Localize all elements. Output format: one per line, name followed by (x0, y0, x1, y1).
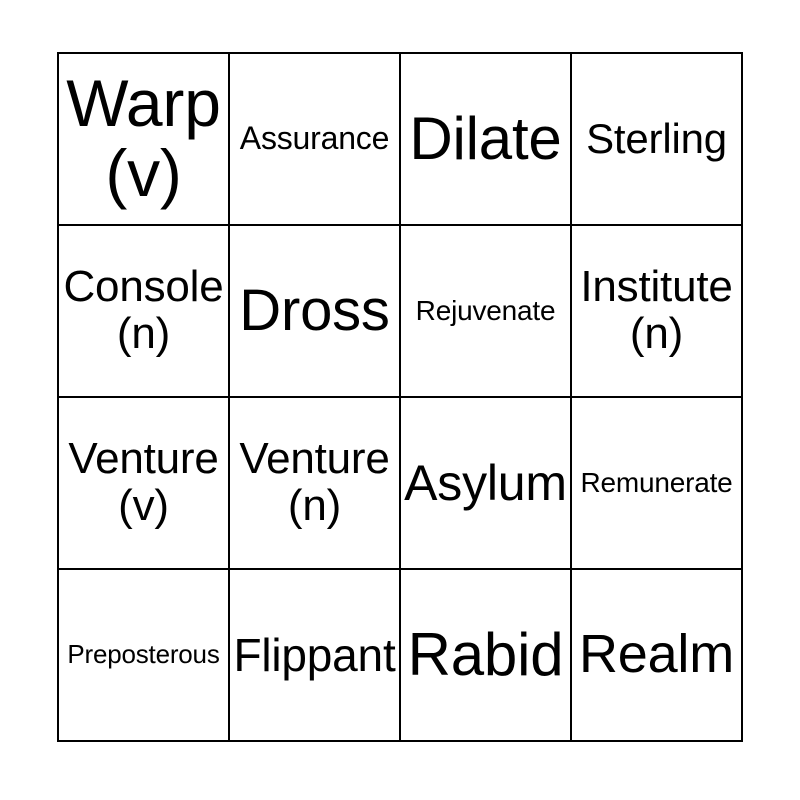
bingo-cell-r3c4[interactable]: Remunerate (572, 398, 741, 568)
bingo-cell-label: Asylum (404, 454, 567, 511)
bingo-cell-label: Venture (v) (68, 434, 219, 530)
bingo-row: Console (n) Dross Rejuvenate Institute (… (59, 226, 741, 398)
bingo-row: Warp (v) Assurance Dilate Sterling (59, 54, 741, 226)
bingo-cell-label: Console (n) (63, 262, 224, 358)
bingo-cell-r2c4[interactable]: Institute (n) (572, 226, 741, 396)
bingo-cell-r3c1[interactable]: Venture (v) (59, 398, 230, 568)
bingo-cell-label: Flippant (233, 628, 396, 681)
bingo-cell-label: Realm (578, 624, 735, 685)
bingo-cell-label: Warp (v) (66, 66, 221, 210)
bingo-cell-label: Remunerate (580, 467, 733, 499)
bingo-cell-r2c1[interactable]: Console (n) (59, 226, 230, 396)
bingo-cell-r3c2[interactable]: Venture (n) (230, 398, 401, 568)
bingo-cell-r4c4[interactable]: Realm (572, 570, 741, 740)
bingo-cell-label: Sterling (586, 114, 727, 162)
bingo-cell-label: Dilate (409, 105, 562, 173)
bingo-row: Preposterous Flippant Rabid Realm (59, 570, 741, 740)
bingo-cell-r1c4[interactable]: Sterling (572, 54, 741, 224)
bingo-cell-label: Preposterous (67, 639, 220, 670)
bingo-cell-r1c3[interactable]: Dilate (401, 54, 572, 224)
bingo-cell-r1c1[interactable]: Warp (v) (59, 54, 230, 224)
bingo-row: Venture (v) Venture (n) Asylum Remunerat… (59, 398, 741, 570)
bingo-cell-label: Institute (n) (580, 262, 733, 358)
bingo-cell-label: Rejuvenate (415, 295, 556, 327)
bingo-cell-r2c3[interactable]: Rejuvenate (401, 226, 572, 396)
bingo-cell-r3c3[interactable]: Asylum (401, 398, 572, 568)
bingo-cell-r4c3[interactable]: Rabid (401, 570, 572, 740)
bingo-cell-r4c2[interactable]: Flippant (230, 570, 401, 740)
bingo-cell-r2c2[interactable]: Dross (230, 226, 401, 396)
bingo-cell-label: Venture (n) (239, 434, 390, 530)
bingo-cell-label: Assurance (239, 120, 390, 157)
bingo-cell-label: Dross (239, 278, 390, 344)
bingo-card: Warp (v) Assurance Dilate Sterling Conso… (57, 52, 743, 742)
bingo-cell-r4c1[interactable]: Preposterous (59, 570, 230, 740)
bingo-cell-label: Rabid (407, 621, 564, 689)
bingo-cell-r1c2[interactable]: Assurance (230, 54, 401, 224)
